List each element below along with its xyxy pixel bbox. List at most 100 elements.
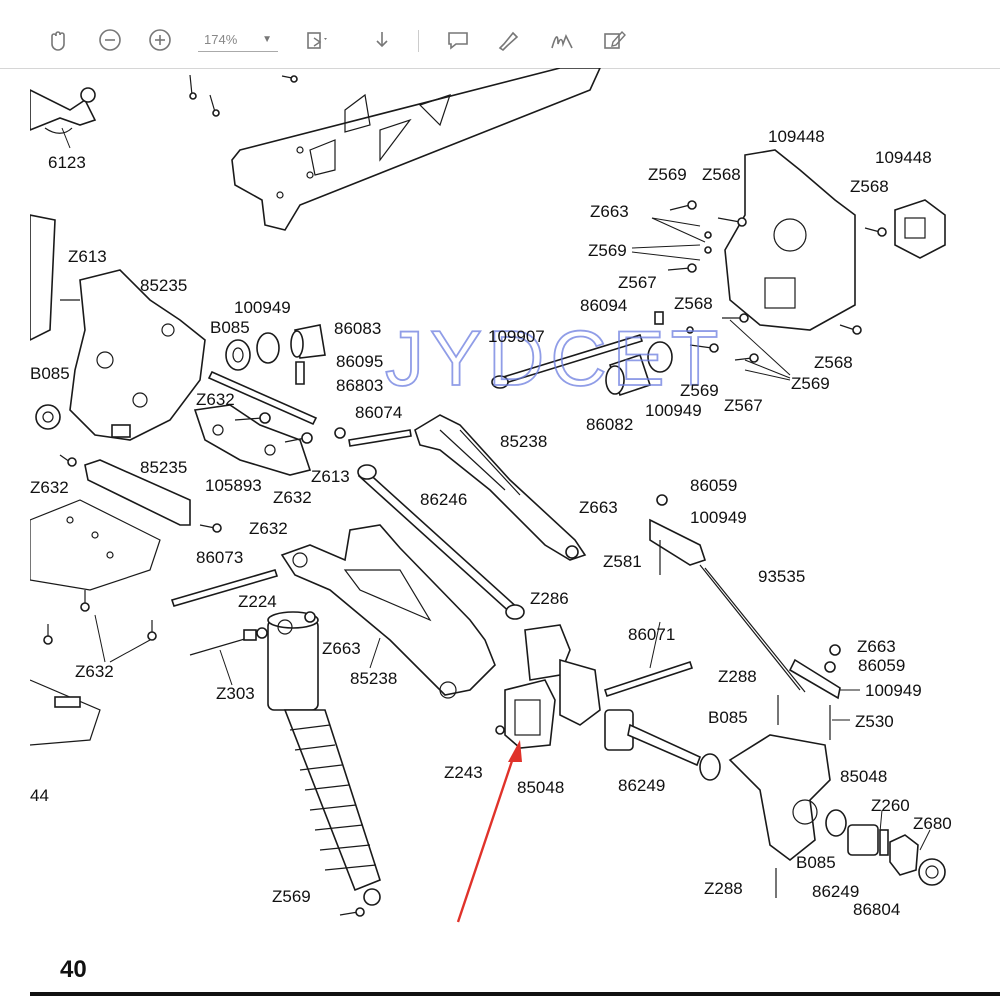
exploded-parts-diagram: JYDCET 6123 Z613 85235 100949 B085 86083…: [30, 68, 1000, 990]
part-label: Z530: [855, 712, 894, 731]
servo-horn-part: [30, 87, 97, 149]
part-label: 86071: [628, 625, 675, 644]
zoom-out-icon[interactable]: [96, 26, 124, 54]
zoom-level-field[interactable]: 174% ▼: [198, 30, 278, 52]
part-label: 44: [30, 786, 49, 805]
part-label: Z632: [75, 662, 114, 681]
part-label: Z568: [850, 177, 889, 196]
part-label: B085: [708, 708, 748, 727]
part-label: 86073: [196, 548, 243, 567]
part-label: Z288: [704, 879, 743, 898]
part-label: Z243: [444, 763, 483, 782]
dogbone-shaft: [491, 311, 673, 397]
part-label: 100949: [234, 298, 291, 317]
part-label: 100949: [865, 681, 922, 700]
part-label: Z632: [249, 519, 288, 538]
shock-absorber: [189, 611, 381, 917]
part-label: 6123: [48, 153, 86, 172]
part-label: 100949: [690, 508, 747, 527]
drive-shaft: [357, 464, 525, 620]
zoom-in-icon[interactable]: [146, 26, 174, 54]
download-icon[interactable]: [368, 26, 396, 54]
edit-icon[interactable]: [600, 26, 628, 54]
part-label: 85048: [517, 778, 564, 797]
part-label: 86059: [690, 476, 737, 495]
chassis-plate: [231, 68, 601, 231]
stub-axle: [604, 709, 721, 781]
part-label: Z680: [913, 814, 952, 833]
steering-knuckle: [728, 734, 946, 898]
upper-control-arm: [414, 414, 587, 561]
part-label: 86074: [355, 403, 402, 422]
part-label: 86804: [853, 900, 900, 919]
gearbox-housing-left: [30, 214, 206, 441]
part-label: 86094: [580, 296, 627, 315]
part-label: 85238: [350, 669, 397, 688]
camber-link-assembly: [649, 494, 841, 740]
part-label: Z663: [590, 202, 629, 221]
part-label: 85238: [500, 432, 547, 451]
sign-icon[interactable]: [548, 26, 576, 54]
hand-icon[interactable]: [44, 26, 72, 54]
part-label: Z568: [702, 165, 741, 184]
part-label: Z568: [814, 353, 853, 372]
part-label: B085: [30, 364, 70, 383]
part-label: 86249: [618, 776, 665, 795]
zoom-value: 174%: [204, 32, 238, 47]
part-label: Z663: [322, 639, 361, 658]
part-label: 109907: [488, 327, 545, 346]
part-label: 86249: [812, 882, 859, 901]
page-bottom-rule: [30, 992, 1000, 996]
part-label: Z567: [724, 396, 763, 415]
part-label: Z567: [618, 273, 657, 292]
part-label: Z288: [718, 667, 757, 686]
part-label: B085: [210, 318, 250, 337]
gearbox-housing-right: [667, 149, 946, 363]
part-label: 109448: [768, 127, 825, 146]
bearing-cup-set: [225, 324, 326, 385]
part-labels: 6123 Z613 85235 100949 B085 86083 86095 …: [30, 127, 952, 919]
chevron-down-icon[interactable]: ▼: [262, 34, 272, 45]
chassis-brace: [30, 454, 222, 746]
comment-icon[interactable]: [444, 26, 472, 54]
highlight-icon[interactable]: [494, 26, 522, 54]
part-label: Z260: [871, 796, 910, 815]
screw-set-top: [189, 74, 298, 117]
part-label: Z632: [273, 488, 312, 507]
part-label: Z568: [674, 294, 713, 313]
part-label: 86059: [858, 656, 905, 675]
part-label: Z569: [680, 381, 719, 400]
part-label: Z613: [311, 467, 350, 486]
red-arrow-indicator: [456, 740, 522, 923]
part-label: 85048: [840, 767, 887, 786]
part-label: 86083: [334, 319, 381, 338]
part-label: 86095: [336, 352, 383, 371]
part-label: 100949: [645, 401, 702, 420]
part-label: 85235: [140, 458, 187, 477]
fit-page-icon[interactable]: [302, 26, 330, 54]
part-label: B085: [796, 853, 836, 872]
part-label: Z569: [791, 374, 830, 393]
part-label: Z569: [272, 887, 311, 906]
part-label: 86082: [586, 415, 633, 434]
suspension-mount-plate: [193, 404, 313, 476]
lower-control-arm: [280, 524, 496, 699]
page-number: 40: [60, 956, 87, 983]
hub-carrier-highlighted: [495, 624, 601, 749]
pdf-toolbar: 174% ▼: [0, 0, 1000, 69]
part-label: 86803: [336, 376, 383, 395]
part-label: Z569: [588, 241, 627, 260]
part-label: Z663: [857, 637, 896, 656]
part-label: Z569: [648, 165, 687, 184]
axle-pins: [170, 370, 694, 698]
part-label: Z663: [579, 498, 618, 517]
part-label: 86246: [420, 490, 467, 509]
part-label: Z581: [603, 552, 642, 571]
part-label: 105893: [205, 476, 262, 495]
part-label: 109448: [875, 148, 932, 167]
part-label: Z303: [216, 684, 255, 703]
watermark-text: JYDCET: [385, 314, 724, 402]
part-label: Z613: [68, 247, 107, 266]
part-label: Z224: [238, 592, 277, 611]
leader-lines: [94, 217, 931, 851]
